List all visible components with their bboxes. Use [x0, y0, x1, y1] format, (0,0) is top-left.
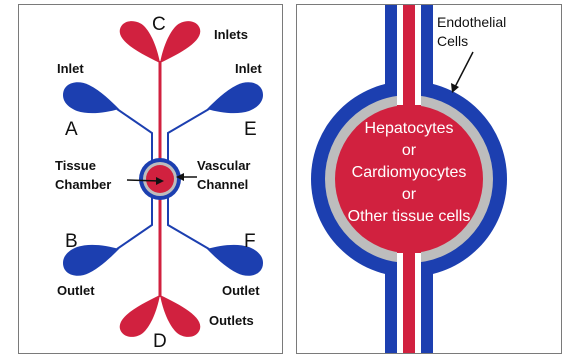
cell-type-line5: Other tissue cells	[348, 208, 471, 225]
device-layout-diagram: C Inlets Inlet Inlet A E Tissue Chamber …	[55, 14, 263, 352]
cell-type-line3: Cardiomyocytes	[352, 164, 467, 181]
bottom-left-blue-wall	[385, 263, 397, 353]
chamber-detail-diagram: Endothelial Cells Hepatocytes or Cardiom…	[311, 5, 507, 353]
outlet-f-lobe	[207, 244, 263, 276]
inlet-a-lobe	[63, 82, 119, 114]
label-f: F	[244, 231, 256, 252]
endothelial-arrow	[454, 51, 474, 88]
label-outlet-right: Outlet	[222, 283, 260, 298]
outlet-b-lobe	[63, 244, 119, 276]
label-d: D	[153, 331, 167, 352]
label-vascular-line2: Channel	[197, 177, 248, 192]
label-endothelial-line2: Cells	[437, 33, 468, 49]
chamber-channel-overlay	[397, 105, 421, 253]
top-right-blue-wall	[421, 5, 433, 95]
label-tissue-line2: Chamber	[55, 177, 111, 192]
label-endothelial-line1: Endothelial	[437, 14, 506, 30]
label-b: B	[65, 231, 78, 252]
cell-type-line2: or	[402, 142, 417, 159]
bottom-right-blue-wall	[421, 263, 433, 353]
cell-type-line1: Hepatocytes	[365, 120, 454, 137]
outlet-d-right-lobe	[160, 295, 201, 337]
label-inlet-left: Inlet	[57, 61, 84, 76]
endothelial-arrowhead	[451, 83, 459, 93]
tissue-chamber-arrowhead	[156, 177, 164, 185]
label-inlet-right: Inlet	[235, 61, 262, 76]
label-vascular-line1: Vascular	[197, 158, 251, 173]
label-c: C	[152, 14, 166, 35]
label-a: A	[65, 119, 78, 140]
outlet-d-left-lobe	[119, 295, 160, 337]
tissue-chamber-arrow	[126, 179, 161, 182]
inlet-e-lobe	[207, 82, 263, 114]
label-e: E	[244, 119, 257, 140]
label-outlets-bottom: Outlets	[209, 313, 254, 328]
inlet-c-right-lobe	[160, 21, 201, 63]
top-left-blue-wall	[385, 5, 397, 95]
cell-type-line4: or	[402, 186, 417, 203]
label-inlets-top: Inlets	[214, 27, 248, 42]
label-tissue-line1: Tissue	[55, 158, 96, 173]
chamber-detail-panel: Endothelial Cells Hepatocytes or Cardiom…	[296, 4, 562, 354]
label-outlet-left: Outlet	[57, 283, 95, 298]
inlet-c-left-lobe	[119, 21, 160, 63]
device-layout-panel: C Inlets Inlet Inlet A E Tissue Chamber …	[18, 4, 283, 354]
vascular-channel-arrowhead	[176, 173, 184, 181]
